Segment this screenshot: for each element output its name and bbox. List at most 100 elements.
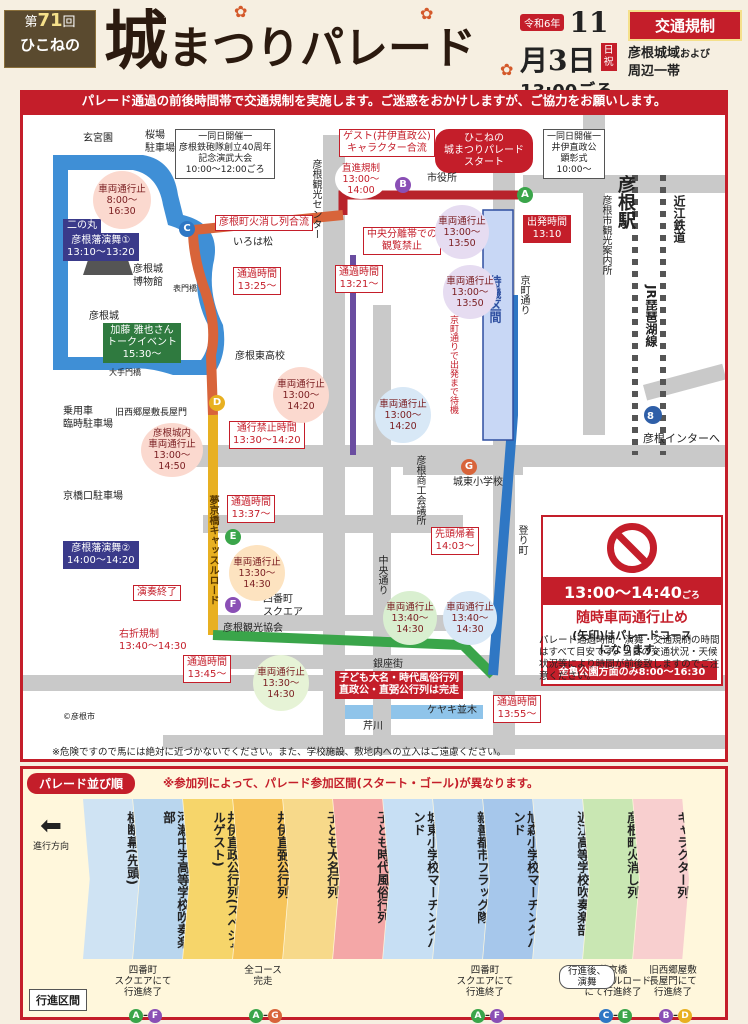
label-hikone-station: 彦根駅 xyxy=(615,175,636,229)
label-keyaki: ケヤキ並木 xyxy=(427,705,477,716)
era-badge: 令和6年 xyxy=(520,14,565,31)
finish-line: スクエアにて xyxy=(114,976,172,987)
point-e: E xyxy=(225,529,241,545)
kodomo-note: 子ども大名・時代風俗行列直政公・直弼公行列は完走 xyxy=(335,671,463,699)
weekday-badge: 日祝 xyxy=(600,43,617,71)
credit: ©彦根市 xyxy=(63,712,95,721)
finish-point-marker: D xyxy=(678,1009,692,1023)
order-subtitle: ※参加列によって、パレード参加区間(スタート・ゴール)が異なります。 xyxy=(163,776,539,790)
finish-point-marker: E xyxy=(618,1009,632,1023)
median-ban: 中央分離帯での観覧禁止 xyxy=(363,227,441,255)
label-ohmi-railway: 近江鉄道 xyxy=(672,195,686,243)
sakuraba-2: 駐車場 xyxy=(145,143,175,154)
finish-line: 四番町 xyxy=(470,965,500,976)
guest-merge: ゲスト(井伊直政公)キャラクター合流 xyxy=(339,129,435,157)
point-b: B xyxy=(395,177,411,193)
finish-section: B–D xyxy=(659,1009,692,1023)
route-8-sign xyxy=(644,406,662,424)
header: 第71回 ひこねの 城まつりパレード ✿ ✿ ✿ 令和6年 11月3日 日祝 1… xyxy=(0,0,748,128)
no-entry-icon xyxy=(607,523,657,573)
finish-point-marker: F xyxy=(490,1009,504,1023)
parade-band: 横断幕(先頭) xyxy=(83,799,139,959)
point-g: G xyxy=(461,459,477,475)
label-genkyuen: 玄宮園 xyxy=(83,133,113,144)
label-yumekyo: 夢京橋キャッスルロード xyxy=(207,495,218,605)
label-kanko-center: 彦根観光センター xyxy=(310,159,321,239)
label-kyoguchi: 京橋口駐車場 xyxy=(63,491,123,502)
label-joto-school: 城東小学校 xyxy=(453,477,503,488)
parade-band: 井伊直弼公行列 xyxy=(233,799,289,959)
area-1: 彦根城域 xyxy=(628,46,681,61)
route-segment-start xyxy=(338,190,518,215)
label-irohamatsu: いろは松 xyxy=(233,237,273,248)
section-label: 行進区間 xyxy=(29,989,87,1011)
dash: – xyxy=(143,1010,148,1021)
label-ginza: 銀座街 xyxy=(373,659,403,670)
finish-line: 旧西郷屋敷 xyxy=(649,965,697,976)
finish-line: にて行進終了 xyxy=(584,987,642,998)
finish-point-marker: A xyxy=(249,1009,263,1023)
notice-banner: パレード通過の前後時間帯で交通規制を実施します。ご迷惑をおかけしますが、ご協力を… xyxy=(20,90,728,112)
finish-point-marker: C xyxy=(599,1009,613,1023)
waiting-zone xyxy=(482,209,514,441)
regulation-badge: 交通規制 xyxy=(628,10,742,41)
area-2: 周辺一帯 xyxy=(628,64,681,79)
label-jr-biwako: JR琵琶湖線 xyxy=(644,285,658,347)
road-closure-box: 13:00～14:40ごろ 随時車両通行止め (矢印)はパレードコースになります… xyxy=(541,515,723,686)
label-higashi-high: 彦根東高校 xyxy=(235,351,285,362)
closure-main: 随時車両通行止め xyxy=(576,610,688,626)
closure-time: 13:00～14:40 xyxy=(564,583,682,602)
parade-band: 旭森小学校マーチングバンド xyxy=(483,799,539,959)
label-otemon: 大手門橋 xyxy=(109,368,141,377)
finish-point-marker: G xyxy=(268,1009,282,1023)
label-shoko: 彦根商工会議所 xyxy=(414,455,425,525)
order-title: パレード並び順 xyxy=(27,773,136,794)
edition-suffix: 回 xyxy=(62,15,76,30)
page-title: 城まつりパレード xyxy=(104,4,476,80)
label-kanko-kyokai: 彦根観光協会 xyxy=(223,623,283,634)
parade-order: パレード並び順 ※参加列によって、パレード参加区間(スタート・ゴール)が異なりま… xyxy=(20,766,728,1023)
label-noboricho: 登り町 xyxy=(516,525,527,555)
maple-leaf-icon: ✿ xyxy=(420,4,434,23)
maple-leaf-icon: ✿ xyxy=(500,60,514,79)
safety-footnote: ※危険ですので馬には絶対に近づかないでください。また、学校施設、敷地内への立入は… xyxy=(52,747,507,758)
arrow-left-icon: ⬅ xyxy=(40,811,62,841)
closure-time-suffix: ごろ xyxy=(681,591,700,601)
finish-section: A–F xyxy=(471,1009,504,1023)
sakuraba-1: 桜場 xyxy=(145,130,165,141)
start-bubble: ひこねの城まつりパレードスタート xyxy=(435,129,533,173)
finish-point-marker: F xyxy=(148,1009,162,1023)
parade-band: 近江高等学校吹奏楽部 xyxy=(533,799,589,959)
parade-band: 河瀬中学高等学校吹奏楽部 xyxy=(133,799,189,959)
finish-section: A–F xyxy=(129,1009,162,1023)
edition-name: ひこねの xyxy=(19,36,80,54)
edition-prefix: 第 xyxy=(24,15,38,30)
finish-line: 長屋門にて xyxy=(649,976,697,987)
label-sakuraba: 桜場駐車場 xyxy=(145,129,175,155)
route-segment-castle xyxy=(187,210,344,416)
kyomachi-wait-note: 京町通りで出発まで待機 xyxy=(448,315,458,414)
time-disclaimer: パレード通過時間・演舞・交通規制の時間はすべて目安です。当日の交通状況・天候状況… xyxy=(539,635,720,682)
finish-line: 行進終了 xyxy=(123,987,162,998)
finish-line: 行進終了 xyxy=(653,987,692,998)
parade-band: 子ども時代風俗行列 xyxy=(333,799,389,959)
parade-band: 彦根町火消し列 xyxy=(583,799,639,959)
arrow-note-2: になります。 xyxy=(599,643,665,656)
